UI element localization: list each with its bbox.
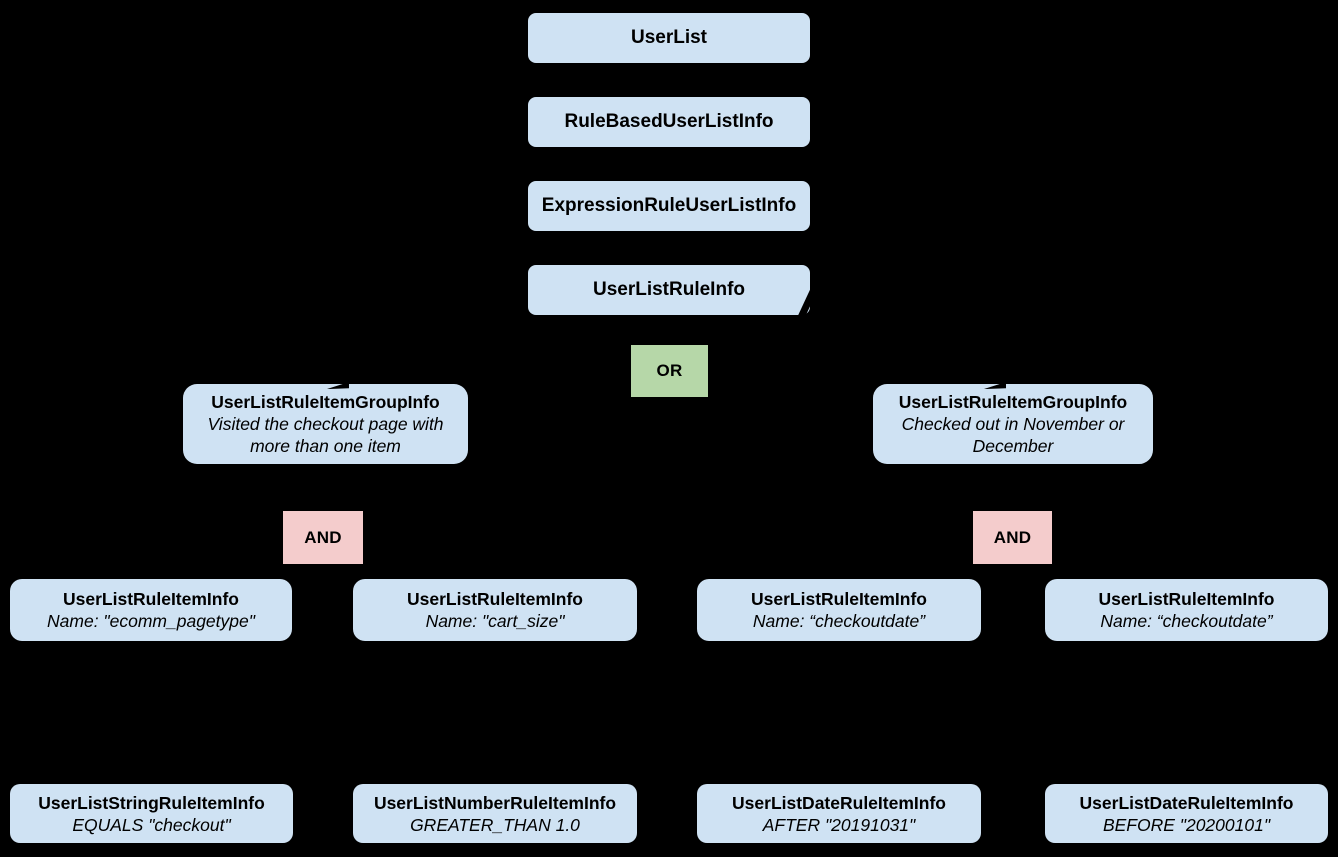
or-operator: OR <box>631 345 708 397</box>
arrowhead-icon <box>327 382 349 389</box>
and-operator-right: AND <box>973 511 1052 564</box>
leaf-date-rule-item-after: UserListDateRuleItemInfo AFTER "20191031… <box>697 784 981 843</box>
node-label: UserListRuleInfo <box>592 279 746 300</box>
arrowhead-icon <box>984 382 1006 389</box>
node-description: Name: "cart_size" <box>425 611 565 631</box>
rule-item-checkoutdate-after: UserListRuleItemInfo Name: “checkoutdate… <box>697 579 981 641</box>
node-description: Name: “checkoutdate” <box>752 611 926 631</box>
node-userlist: UserList <box>528 13 810 63</box>
node-description: Name: "ecomm_pagetype" <box>47 611 255 631</box>
node-title: UserListDateRuleItemInfo <box>1079 792 1294 813</box>
node-description: AFTER "20191031" <box>762 814 916 835</box>
node-description: EQUALS "checkout" <box>72 814 231 835</box>
group-node-right: UserListRuleItemGroupInfo Checked out in… <box>873 384 1153 464</box>
operator-label: OR <box>656 361 683 380</box>
node-expressionruleuserlistinfo: ExpressionRuleUserListInfo <box>528 181 810 231</box>
node-label: RuleBasedUserListInfo <box>564 111 774 132</box>
node-label: ExpressionRuleUserListInfo <box>541 195 797 216</box>
leaf-number-rule-item: UserListNumberRuleItemInfo GREATER_THAN … <box>353 784 637 843</box>
rule-item-checkoutdate-before: UserListRuleItemInfo Name: “checkoutdate… <box>1045 579 1328 641</box>
node-title: UserListRuleItemGroupInfo <box>898 392 1128 412</box>
node-label: UserList <box>630 27 708 48</box>
rule-item-cart-size: UserListRuleItemInfo Name: "cart_size" <box>353 579 637 641</box>
node-title: UserListRuleItemInfo <box>1098 589 1275 609</box>
node-title: UserListRuleItemInfo <box>407 589 583 609</box>
node-title: UserListNumberRuleItemInfo <box>373 792 617 813</box>
node-title: UserListStringRuleItemInfo <box>38 792 265 813</box>
node-userlistruleinfo: UserListRuleInfo <box>528 265 810 315</box>
node-description: BEFORE "20200101" <box>1102 814 1271 835</box>
node-description: Visited the checkout page with more than… <box>207 414 444 456</box>
rule-item-ecomm-pagetype: UserListRuleItemInfo Name: "ecomm_pagety… <box>10 579 292 641</box>
node-description: Checked out in November or December <box>901 414 1125 456</box>
node-title: UserListRuleItemInfo <box>63 589 239 609</box>
group-node-left: UserListRuleItemGroupInfo Visited the ch… <box>183 384 468 464</box>
node-title: UserListRuleItemInfo <box>751 589 927 609</box>
leaf-date-rule-item-before: UserListDateRuleItemInfo BEFORE "2020010… <box>1045 784 1328 843</box>
leaf-string-rule-item: UserListStringRuleItemInfo EQUALS "check… <box>10 784 293 843</box>
node-description: Name: “checkoutdate” <box>1100 611 1273 631</box>
operator-label: AND <box>304 527 342 547</box>
node-title: UserListRuleItemGroupInfo <box>211 392 440 412</box>
operator-label: AND <box>993 527 1032 547</box>
node-title: UserListDateRuleItemInfo <box>732 792 946 813</box>
node-rulebaseduserlistinfo: RuleBasedUserListInfo <box>528 97 810 147</box>
node-description: GREATER_THAN 1.0 <box>410 814 580 835</box>
and-operator-left: AND <box>283 511 363 564</box>
